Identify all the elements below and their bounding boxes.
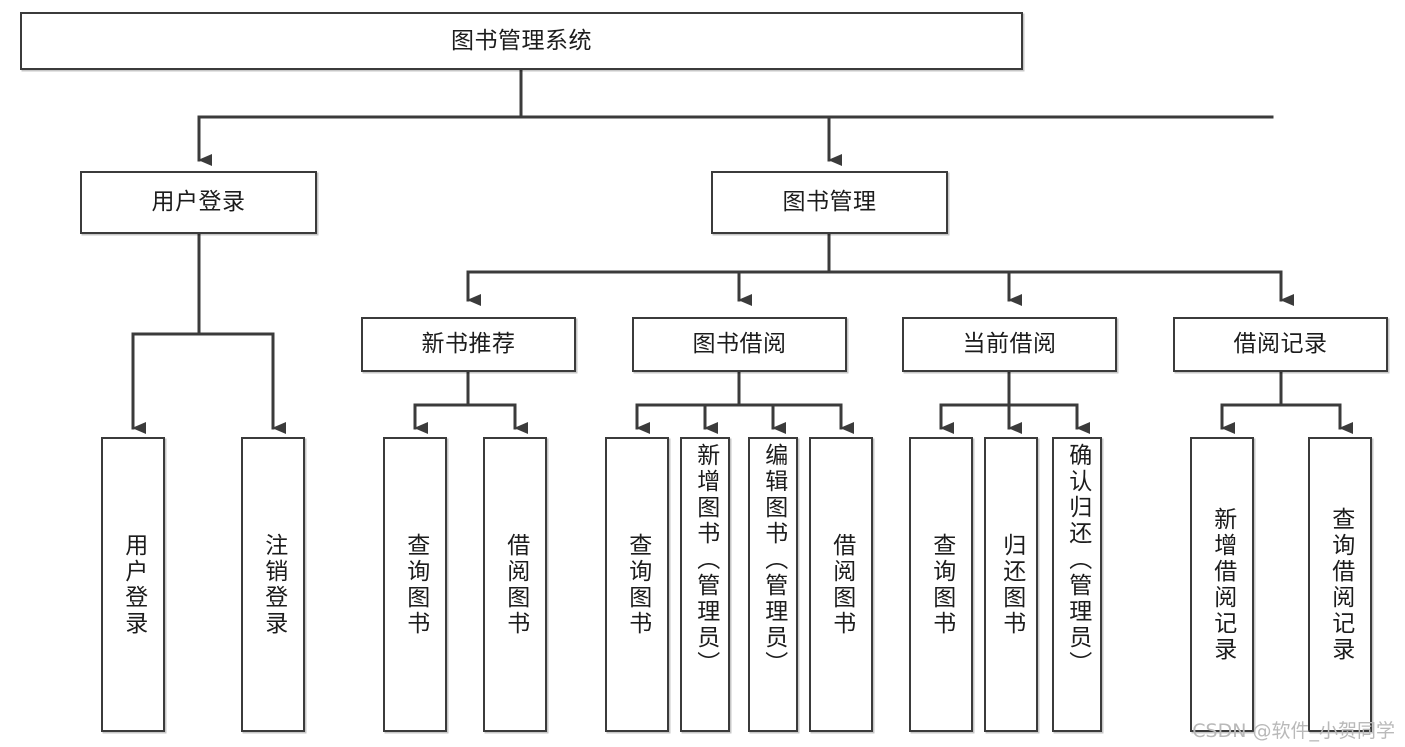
node-leaf-confirm-return[interactable]: 确认归还（管理员） [1052, 437, 1102, 732]
node-leaf-query-book-1-label: 查询图书 [402, 532, 429, 637]
node-leaf-add-record-label: 新增借阅记录 [1209, 506, 1236, 663]
node-current-borrow[interactable]: 当前借阅 [902, 317, 1117, 372]
node-book-management[interactable]: 图书管理 [711, 171, 948, 234]
node-book-management-label: 图书管理 [782, 189, 877, 216]
node-leaf-edit-book-label: 编辑图书（管理员） [760, 443, 787, 677]
node-leaf-query-book-3-label: 查询图书 [928, 532, 955, 637]
node-borrow-record[interactable]: 借阅记录 [1173, 317, 1388, 372]
node-leaf-borrow-book-2-label: 借阅图书 [828, 532, 855, 637]
node-root[interactable]: 图书管理系统 [20, 12, 1023, 70]
node-borrow-record-label: 借阅记录 [1233, 331, 1328, 358]
node-leaf-query-book-2-label: 查询图书 [624, 532, 651, 637]
node-leaf-confirm-return-label: 确认归还（管理员） [1064, 443, 1091, 677]
node-leaf-query-book-3[interactable]: 查询图书 [909, 437, 973, 732]
node-leaf-return-book[interactable]: 归还图书 [984, 437, 1038, 732]
node-root-label: 图书管理系统 [451, 27, 592, 54]
node-leaf-query-book-2[interactable]: 查询图书 [605, 437, 669, 732]
node-leaf-query-record[interactable]: 查询借阅记录 [1308, 437, 1372, 732]
node-new-book-recommend[interactable]: 新书推荐 [361, 317, 576, 372]
node-book-borrow[interactable]: 图书借阅 [632, 317, 847, 372]
node-leaf-query-record-label: 查询借阅记录 [1327, 506, 1354, 663]
node-leaf-logout-login[interactable]: 注销登录 [241, 437, 305, 732]
node-leaf-edit-book[interactable]: 编辑图书（管理员） [748, 437, 798, 732]
node-leaf-logout-login-label: 注销登录 [260, 532, 287, 637]
node-user-login-label: 用户登录 [151, 189, 246, 216]
node-new-book-recommend-label: 新书推荐 [421, 331, 516, 358]
node-leaf-return-book-label: 归还图书 [998, 532, 1025, 637]
node-leaf-borrow-book-2[interactable]: 借阅图书 [809, 437, 873, 732]
node-current-borrow-label: 当前借阅 [962, 331, 1057, 358]
node-leaf-borrow-book-1-label: 借阅图书 [502, 532, 529, 637]
node-user-login[interactable]: 用户登录 [80, 171, 317, 234]
node-leaf-user-login-label: 用户登录 [120, 532, 147, 637]
node-leaf-add-book-label: 新增图书（管理员） [692, 443, 719, 677]
node-leaf-borrow-book-1[interactable]: 借阅图书 [483, 437, 547, 732]
node-leaf-add-book[interactable]: 新增图书（管理员） [680, 437, 730, 732]
node-leaf-query-book-1[interactable]: 查询图书 [383, 437, 447, 732]
node-book-borrow-label: 图书借阅 [692, 331, 787, 358]
node-leaf-add-record[interactable]: 新增借阅记录 [1190, 437, 1254, 732]
node-leaf-user-login[interactable]: 用户登录 [101, 437, 165, 732]
